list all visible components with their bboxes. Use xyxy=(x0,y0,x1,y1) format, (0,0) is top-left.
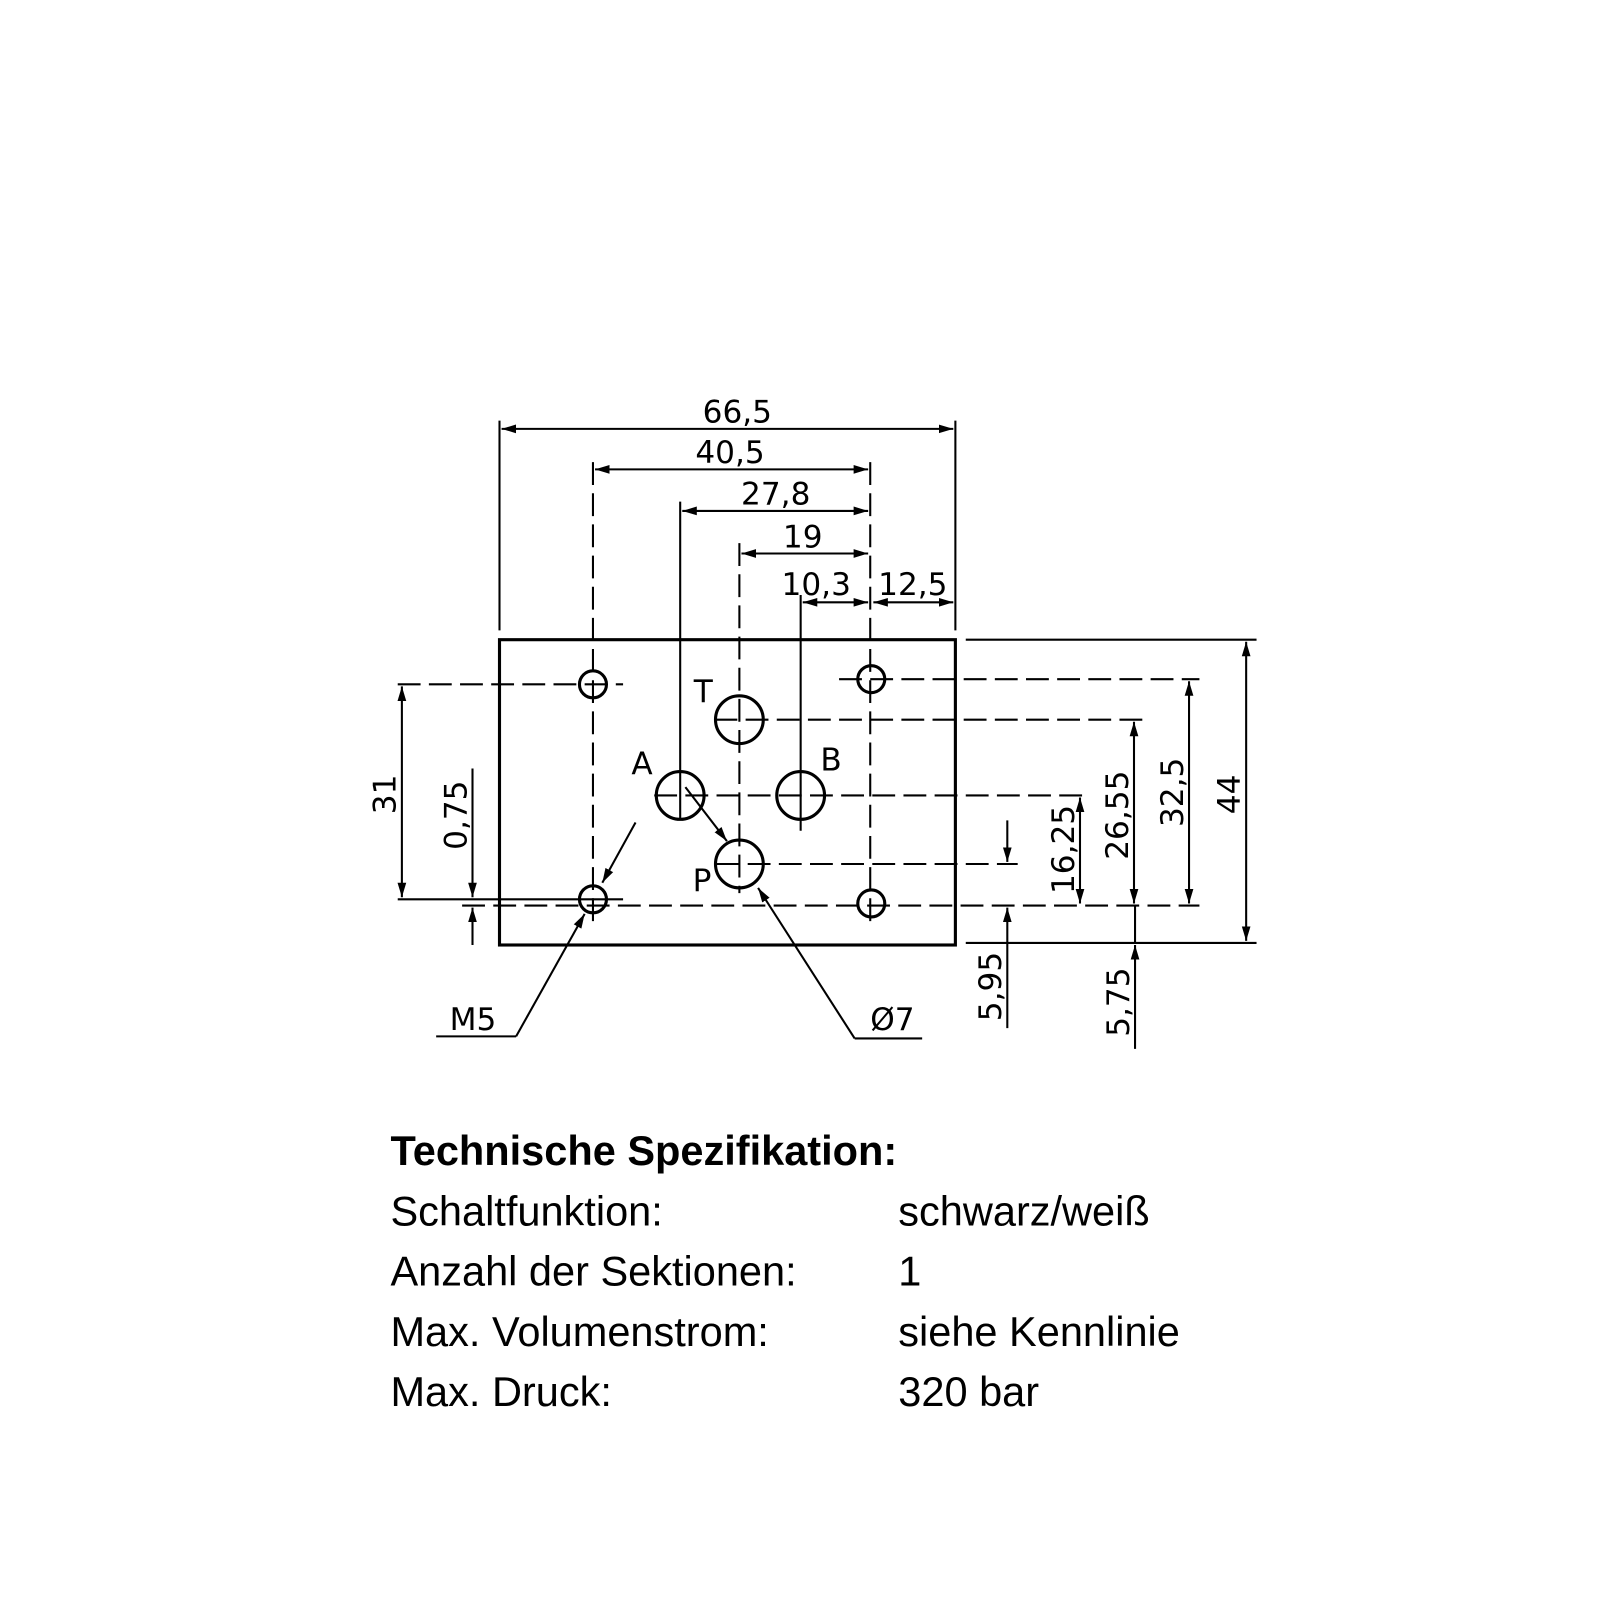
m5-hole-top-left xyxy=(577,669,609,700)
dim-19: 19 xyxy=(783,519,823,555)
port-label-a: A xyxy=(631,747,653,783)
port-label-b: B xyxy=(820,743,841,779)
spec-value: 320 bar xyxy=(898,1368,1039,1415)
port-p-hole xyxy=(713,838,765,890)
spec-label: Anzahl der Sektionen: xyxy=(390,1248,796,1295)
dim-32-5: 32,5 xyxy=(1155,758,1191,827)
plate-outline xyxy=(497,638,957,947)
spec-label: Max. Volumenstrom: xyxy=(390,1308,768,1355)
callout-dia7: Ø7 xyxy=(870,1002,914,1038)
dim-0-75: 0,75 xyxy=(438,781,474,850)
dim-40-5: 40,5 xyxy=(695,435,764,471)
dim-26-55: 26,55 xyxy=(1100,771,1136,860)
port-a-hole xyxy=(654,770,706,821)
spec-block: Technische Spezifikation: Schaltfunktion… xyxy=(390,1127,1179,1415)
dim-27-8: 27,8 xyxy=(741,477,810,513)
callout-leaders xyxy=(436,786,923,1040)
spec-value: siehe Kennlinie xyxy=(898,1308,1180,1355)
dim-16-25: 16,25 xyxy=(1046,805,1082,894)
dim-44: 44 xyxy=(1212,775,1248,815)
dim-5-95: 5,95 xyxy=(973,952,1009,1021)
m5-hole-top-right xyxy=(856,664,887,695)
spec-value: schwarz/weiß xyxy=(898,1187,1149,1234)
m5-hole-bottom-right xyxy=(856,888,887,919)
port-label-t: T xyxy=(693,674,714,710)
port-b-hole xyxy=(775,770,827,821)
dim-12-5: 12,5 xyxy=(878,567,947,603)
port-t-hole xyxy=(713,694,765,746)
dim-31: 31 xyxy=(368,775,404,815)
port-label-p: P xyxy=(693,863,712,899)
spec-label: Schaltfunktion: xyxy=(390,1187,662,1234)
spec-title: Technische Spezifikation: xyxy=(390,1127,897,1174)
callout-m5: M5 xyxy=(450,1002,497,1038)
dim-66-5: 66,5 xyxy=(703,395,772,431)
dim-10-3: 10,3 xyxy=(782,567,851,603)
vertical-dimensions xyxy=(397,641,1251,1049)
dim-5-75: 5,75 xyxy=(1101,967,1137,1036)
center-lines xyxy=(397,462,1257,944)
spec-label: Max. Druck: xyxy=(390,1368,611,1415)
spec-value: 1 xyxy=(898,1248,921,1295)
m5-hole-bottom-left xyxy=(577,884,609,915)
horizontal-dimensions xyxy=(498,420,957,631)
